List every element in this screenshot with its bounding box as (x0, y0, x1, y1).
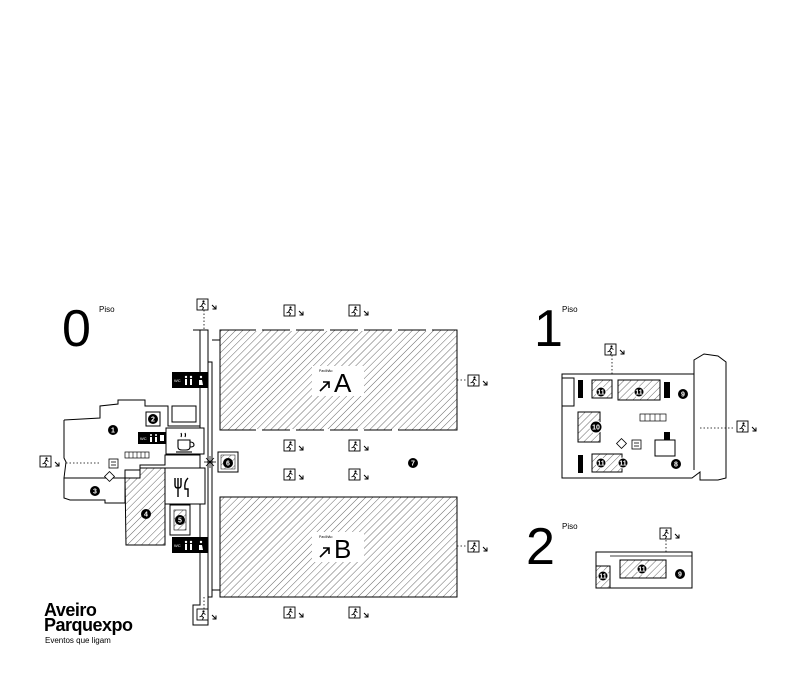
floor-1: 1 Piso 11 11 9 10 11 (534, 300, 757, 481)
exit-icon (604, 343, 625, 356)
wc-block-top: WC (172, 372, 208, 388)
pavilion-caption: Pavilhão (319, 535, 332, 539)
svg-text:4: 4 (144, 512, 148, 519)
svg-text:2: 2 (151, 417, 155, 424)
stairs-icon (124, 451, 150, 459)
svg-text:1: 1 (111, 428, 115, 435)
floor-0: 0 Piso Pavilhão A Pavilhão B (39, 298, 488, 626)
marker-1[interactable]: 1 (108, 425, 118, 435)
wc-block-mid: WC (138, 432, 166, 444)
svg-text:9: 9 (681, 392, 685, 399)
exit-icon (39, 455, 60, 468)
coffee-icon (176, 432, 195, 453)
wc-label: WC (174, 543, 181, 548)
exit-icon (283, 439, 304, 452)
pavilion-caption: Pavilhão (319, 369, 332, 373)
exit-icon (196, 298, 217, 311)
svg-text:6: 6 (226, 461, 230, 468)
svg-text:11: 11 (597, 390, 605, 397)
wc-block-bottom: WC (172, 537, 208, 553)
exit-icon (196, 608, 217, 621)
floor-label: Piso (562, 305, 578, 314)
cafe[interactable] (165, 427, 205, 455)
marker-11[interactable]: 11 (617, 457, 629, 469)
logo: Aveiro Parquexpo Eventos que ligam (44, 600, 134, 645)
wc-icon (150, 434, 164, 442)
svg-text:11: 11 (619, 461, 627, 468)
restaurant-icon (174, 477, 189, 497)
floor-number: 1 (534, 300, 563, 358)
exit-icon (467, 374, 488, 387)
marker-7[interactable]: 7 (408, 458, 418, 468)
svg-text:11: 11 (597, 461, 605, 468)
marker-11[interactable]: 11 (595, 457, 607, 469)
stairs-icon (639, 413, 667, 422)
svg-text:10: 10 (592, 425, 600, 432)
elevator-icon (631, 439, 642, 450)
svg-text:8: 8 (674, 462, 678, 469)
floor-label: Piso (562, 522, 578, 531)
restaurant[interactable] (174, 477, 189, 497)
exit-icon (348, 439, 369, 452)
marker-6[interactable]: 6 (223, 458, 233, 468)
marker-9[interactable]: 9 (678, 389, 688, 399)
marker-4[interactable]: 4 (141, 509, 151, 519)
marker-11[interactable]: 11 (636, 563, 648, 575)
marker-9[interactable]: 9 (675, 569, 685, 579)
svg-text:11: 11 (599, 574, 607, 581)
logo-tagline: Eventos que ligam (45, 636, 111, 645)
wc-icon (184, 540, 203, 550)
logo-line-1: Aveiro (44, 600, 97, 620)
sparkle-icon (204, 456, 216, 468)
pavilion-b[interactable]: Pavilhão B (219, 496, 458, 598)
exit-icon (659, 527, 680, 540)
pavilion-a-door-gaps (256, 329, 432, 431)
marker-2[interactable]: 2 (145, 411, 161, 427)
info-icon (103, 470, 116, 483)
info-icon (615, 437, 628, 450)
exit-icon (736, 420, 757, 433)
svg-text:9: 9 (678, 572, 682, 579)
pavilion-letter: A (334, 368, 352, 398)
floor-number: 2 (526, 518, 555, 576)
exit-icon (467, 540, 488, 553)
svg-text:11: 11 (635, 390, 643, 397)
svg-text:5: 5 (178, 518, 182, 525)
pavilion-letter: B (334, 534, 351, 564)
arrow-icon (319, 547, 330, 558)
marker-8[interactable]: 8 (671, 459, 681, 469)
svg-text:7: 7 (411, 461, 415, 468)
floor-2: 2 Piso 11 11 9 (526, 518, 693, 589)
exits-floor-0 (39, 298, 488, 621)
exit-icon (348, 304, 369, 317)
wc-label: WC (174, 378, 181, 383)
pavilion-a[interactable]: Pavilhão A (219, 329, 458, 431)
exit-icon (283, 468, 304, 481)
exit-icon (283, 606, 304, 619)
exit-icon (348, 468, 369, 481)
exit-icon (283, 304, 304, 317)
marker-10[interactable]: 10 (589, 420, 603, 434)
svg-text:11: 11 (638, 567, 646, 574)
logo-line-2: Parquexpo (44, 615, 133, 635)
elevator-icon (108, 458, 119, 469)
wc-icon (184, 375, 203, 385)
marker-11[interactable]: 11 (597, 570, 609, 582)
marker-11[interactable]: 11 (633, 386, 645, 398)
exit-icon (348, 606, 369, 619)
svg-text:3: 3 (93, 489, 97, 496)
marker-11[interactable]: 11 (595, 386, 607, 398)
arrow-icon (319, 381, 330, 392)
marker-5[interactable]: 5 (175, 515, 185, 525)
floor-number: 0 (62, 300, 91, 358)
floor-label: Piso (99, 305, 115, 314)
marker-3[interactable]: 3 (90, 486, 100, 496)
wc-label: WC (140, 436, 147, 441)
